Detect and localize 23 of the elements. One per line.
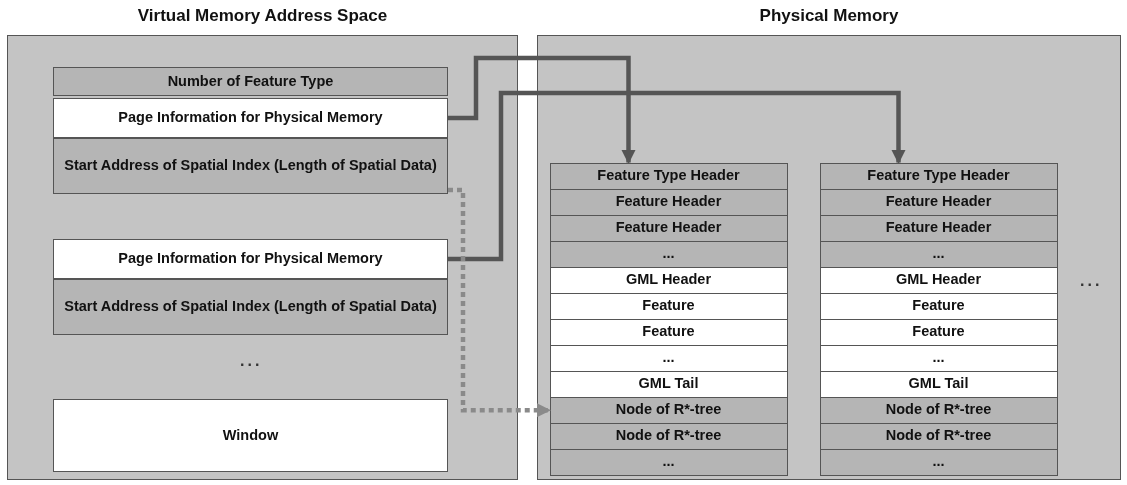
ellipsis: ...: [240, 352, 263, 370]
memory-block: Start Address of Spatial Index (Length of Spatial Data): [53, 279, 448, 335]
memory-block: GML Header: [819, 266, 1058, 294]
memory-block: Page Information for Physical Memory: [53, 239, 448, 279]
memory-block: Feature: [549, 292, 788, 320]
memory-block: Page Information for Physical Memory: [53, 98, 448, 138]
memory-block: Window: [53, 399, 448, 472]
panel-title: Virtual Memory Address Space: [136, 6, 389, 26]
ellipsis: ...: [1080, 272, 1103, 290]
dashed-arrow: [448, 187, 551, 418]
memory-block: ...: [819, 344, 1058, 372]
memory-block: GML Tail: [549, 370, 788, 398]
memory-block: Number of Feature Type: [53, 67, 448, 96]
memory-block: Feature: [819, 292, 1058, 320]
arrow: [448, 55, 636, 164]
memory-block: Feature: [549, 318, 788, 346]
panel-title: Physical Memory: [758, 6, 900, 26]
memory-block: Start Address of Spatial Index (Length of Spatial Data): [53, 138, 448, 194]
memory-block: GML Tail: [819, 370, 1058, 398]
memory-block: GML Header: [549, 266, 788, 294]
arrow: [448, 90, 906, 262]
memory-block: ...: [549, 344, 788, 372]
memory-block: Feature: [819, 318, 1058, 346]
